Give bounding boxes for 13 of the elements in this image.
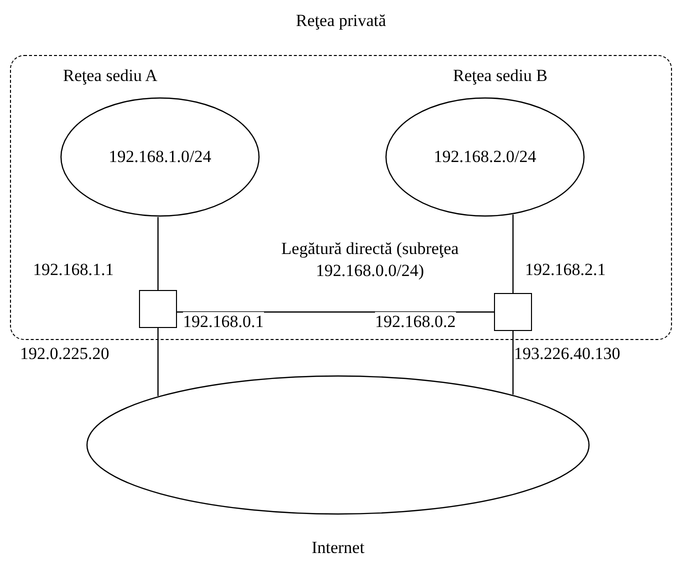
router-box	[139, 290, 177, 328]
link-line	[177, 311, 494, 313]
link-line	[157, 217, 159, 290]
link-line	[512, 331, 514, 395]
node-label: Reţea privată	[296, 10, 386, 32]
link-line	[157, 328, 159, 396]
network-name: Reţea sediu B	[453, 65, 548, 87]
node-label: 192.168.1.0/24	[108, 147, 212, 166]
router-box	[494, 293, 532, 331]
network-name: Reţea sediu A	[63, 65, 158, 87]
link-line	[512, 214, 514, 293]
node-label: Internet	[312, 536, 364, 558]
node-label: 192.168.2.0/24	[434, 147, 536, 166]
